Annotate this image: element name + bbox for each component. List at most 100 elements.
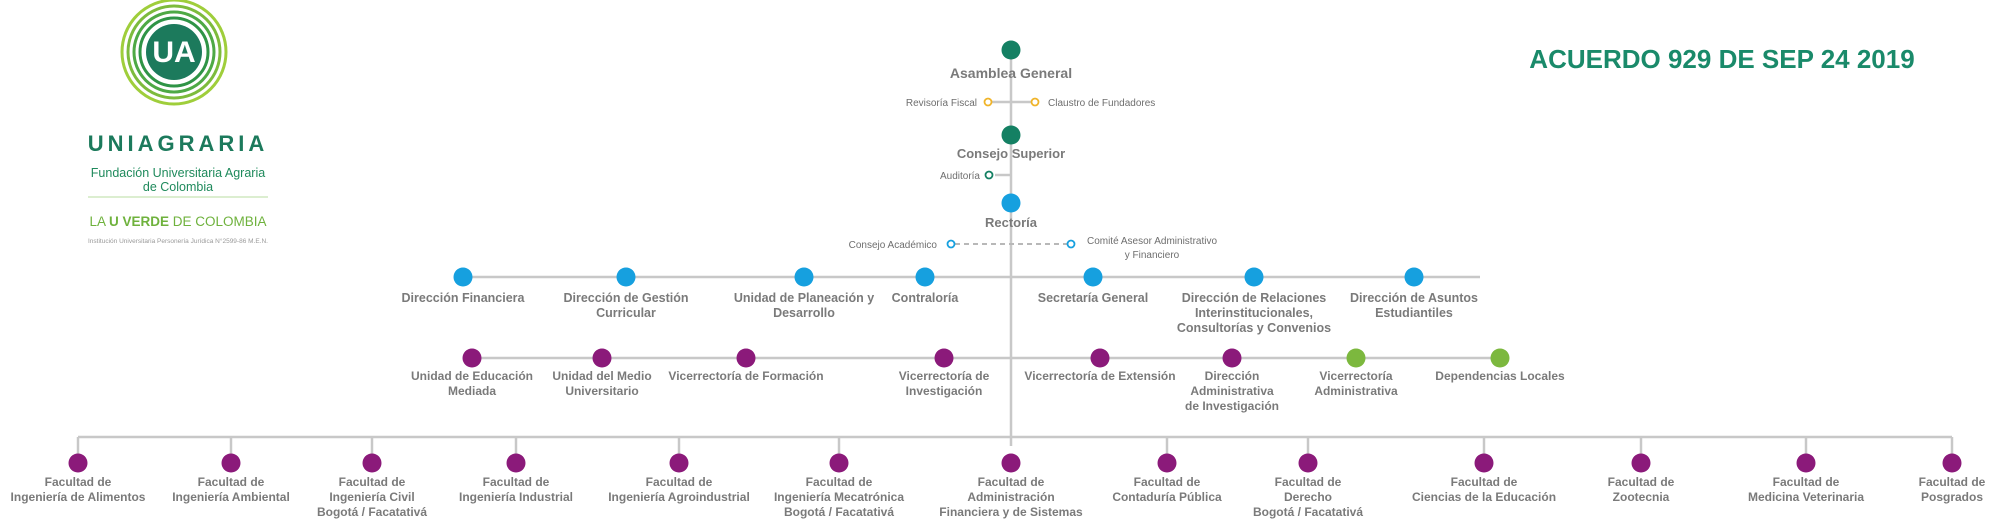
direcciones-row: Dirección Financiera Dirección de Gestión…: [402, 267, 1478, 335]
asamblea-label: Asamblea General: [950, 65, 1072, 81]
direccion-label: Dirección de Gestión: [563, 291, 688, 305]
facultad-label: Contaduría Pública: [1112, 490, 1222, 504]
direccion-label: Interinstitucionales,: [1195, 306, 1313, 320]
facultad-node: [68, 453, 88, 473]
logo-emblem: UA: [120, 0, 228, 106]
direccion-node: [1083, 267, 1103, 287]
uniagraria-logo: UA UNIAGRARIA Fundación Universitaria Ag…: [88, 0, 269, 245]
vicerrectoria-node: [1090, 348, 1110, 368]
governance-top: Asamblea General Revisoría Fiscal Claust…: [849, 40, 1217, 261]
direccion-label: Contraloría: [892, 291, 960, 305]
facultad-label: Facultad de: [339, 475, 406, 489]
asamblea-node: [1001, 40, 1021, 60]
facultad-label: Facultad de: [1275, 475, 1342, 489]
facultad-label: Ingeniería Ambiental: [172, 490, 290, 504]
vicerrectoria-label: Dependencias Locales: [1435, 369, 1565, 383]
direccion-label: Dirección Financiera: [402, 291, 526, 305]
direccion-label: Consultorías y Convenios: [1177, 321, 1331, 335]
vicerrectoria-label: Mediada: [448, 384, 496, 398]
logo-monogram: UA: [152, 36, 195, 69]
facultad-label: Ingeniería Industrial: [459, 490, 573, 504]
direccion-node: [453, 267, 473, 287]
facultad-label: Ingeniería Agroindustrial: [608, 490, 750, 504]
agreement-title: ACUERDO 929 DE SEP 24 2019: [1529, 44, 1914, 74]
facultad-label: Bogotá / Facatativá: [317, 505, 427, 519]
direccion-label: Dirección de Relaciones: [1182, 291, 1327, 305]
facultad-label: Bogotá / Facatativá: [1253, 505, 1363, 519]
direccion-node: [794, 267, 814, 287]
vicerrectoria-node: [462, 348, 482, 368]
facultad-node: [829, 453, 849, 473]
vicerrectoria-label: Unidad de Educación: [411, 369, 533, 383]
facultad-label: Financiera y de Sistemas: [939, 505, 1083, 519]
facultad-label: Posgrados: [1921, 490, 1983, 504]
vicerrectoria-label: Vicerrectoría: [1319, 369, 1392, 383]
facultad-label: Facultad de: [1608, 475, 1675, 489]
logo-name: UNIAGRARIA: [88, 131, 269, 156]
direccion-node: [1404, 267, 1424, 287]
facultad-label: Facultad de: [45, 475, 112, 489]
consejo-superior-node: [1001, 125, 1021, 145]
facultad-label: Facultad de: [1919, 475, 1986, 489]
facultad-node: [1001, 453, 1021, 473]
comite-asesor-node: [1066, 239, 1076, 249]
logo-subtitle-2: de Colombia: [143, 180, 213, 194]
revisoria-node: [983, 97, 993, 107]
facultad-label: Zootecnia: [1613, 490, 1670, 504]
vicerrectoria-node: [1346, 348, 1366, 368]
logo-fine-print: Institución Universitaria Personería Jur…: [88, 237, 268, 245]
facultad-label: Facultad de: [1773, 475, 1840, 489]
facultad-node: [506, 453, 526, 473]
facultad-node: [1157, 453, 1177, 473]
connector-lines: [78, 50, 1952, 446]
direccion-node: [915, 267, 935, 287]
rectoria-label: Rectoría: [985, 215, 1038, 230]
facultad-label: Facultad de: [806, 475, 873, 489]
consejo-academico-label: Consejo Académico: [849, 240, 938, 251]
vicerrectoria-node: [736, 348, 756, 368]
rectoria-node: [1001, 193, 1021, 213]
facultad-label: Facultad de: [198, 475, 265, 489]
vicerrectoria-label: Vicerrectoría de Extensión: [1024, 369, 1175, 383]
direccion-label: Secretaría General: [1038, 291, 1149, 305]
claustro-label: Claustro de Fundadores: [1048, 98, 1155, 109]
direccion-label: Estudiantiles: [1375, 306, 1453, 320]
facultad-node: [362, 453, 382, 473]
vicerrectoria-node: [1490, 348, 1510, 368]
facultad-label: Ingeniería Mecatrónica: [774, 490, 904, 504]
vicerrectoria-label: Dirección: [1205, 369, 1260, 383]
vicerrectoria-label: Administrativa: [1190, 384, 1274, 398]
facultad-label: Facultad de: [1451, 475, 1518, 489]
vicerrectoria-label: Universitario: [565, 384, 638, 398]
logo-tagline: LA U VERDE DE COLOMBIA: [89, 214, 266, 229]
vicerrectoria-label: de Investigación: [1185, 399, 1279, 413]
facultad-label: Medicina Veterinaria: [1748, 490, 1864, 504]
direccion-node: [1244, 267, 1264, 287]
facultad-label: Administración: [967, 490, 1054, 504]
facultad-node: [1474, 453, 1494, 473]
auditoria-node: [984, 170, 994, 180]
vicerrectoria-label: Vicerrectoría de: [899, 369, 990, 383]
logo-subtitle-1: Fundación Universitaria Agraria: [91, 166, 265, 180]
consejo-superior-label: Consejo Superior: [957, 146, 1065, 161]
direccion-label: Desarrollo: [773, 306, 835, 320]
direccion-label: Unidad de Planeación y: [734, 291, 874, 305]
facultad-node: [1796, 453, 1816, 473]
facultad-label: Facultad de: [483, 475, 550, 489]
claustro-node: [1030, 97, 1040, 107]
vicerrectoria-node: [934, 348, 954, 368]
facultad-node: [669, 453, 689, 473]
facultad-node: [1298, 453, 1318, 473]
facultad-label: Ciencias de la Educación: [1412, 490, 1556, 504]
facultad-node: [221, 453, 241, 473]
vicerrectoria-label: Administrativa: [1314, 384, 1398, 398]
direccion-label: Dirección de Asuntos: [1350, 291, 1478, 305]
facultad-node: [1631, 453, 1651, 473]
direccion-node: [616, 267, 636, 287]
facultad-label: Derecho: [1284, 490, 1332, 504]
facultad-node: [1942, 453, 1962, 473]
consejo-academico-node: [946, 239, 956, 249]
